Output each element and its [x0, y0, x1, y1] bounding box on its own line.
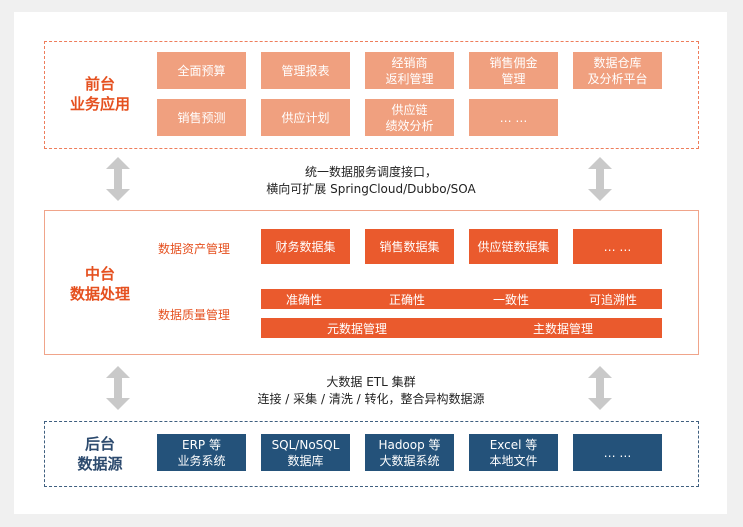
data-asset-label: 数据资产管理: [158, 242, 231, 256]
front-item-budget: 全面预算: [157, 52, 246, 89]
etl-cluster-note: 大数据 ETL 集群 连接 / 采集 / 清洗 / 转化，整合异构数据源: [257, 375, 485, 406]
quality-metrics-bar: 准确性 正确性 一致性 可追溯性: [261, 289, 662, 309]
quality-traceability: 可追溯性: [589, 293, 638, 307]
double-arrow-icon-top-right: [588, 157, 612, 201]
asset-finance-dataset: 财务数据集: [261, 229, 350, 264]
front-item-data-warehouse: 数据仓库 及分析平台: [573, 52, 662, 89]
front-layer-title: 前台 业务应用: [69, 75, 130, 113]
front-item-supply-chain-kpi: 供应链 绩效分析: [365, 99, 454, 136]
asset-sales-dataset: 销售数据集: [365, 229, 454, 264]
front-item-sales-forecast: 销售预测: [157, 99, 246, 136]
source-sql-nosql: SQL/NoSQL 数据库: [261, 434, 350, 471]
quality-accuracy: 准确性: [286, 293, 323, 307]
double-arrow-icon-bottom-left: [106, 366, 130, 410]
source-more: … …: [573, 434, 662, 471]
service-interface-note: 统一数据服务调度接口， 横向可扩展 SpringCloud/Dubbo/SOA: [266, 165, 476, 196]
front-item-supply-plan: 供应计划: [261, 99, 350, 136]
asset-more: … …: [573, 229, 662, 264]
double-arrow-icon-top-left: [106, 157, 130, 201]
double-arrow-icon-bottom-right: [588, 366, 612, 410]
master-data-bar: 元数据管理 主数据管理: [261, 318, 662, 338]
front-item-sales-commission: 销售佣金 管理: [469, 52, 558, 89]
quality-correctness: 正确性: [389, 293, 426, 307]
middle-layer-section: [44, 210, 699, 355]
master-data-management: 主数据管理: [533, 322, 594, 336]
front-item-more: … …: [469, 99, 558, 136]
quality-consistency: 一致性: [493, 293, 530, 307]
middle-layer-title: 中台 数据处理: [69, 265, 130, 303]
back-layer-title: 后台 数据源: [77, 435, 123, 473]
source-hadoop: Hadoop 等 大数据系统: [365, 434, 454, 471]
back-layer-section: [44, 421, 699, 487]
metadata-management: 元数据管理: [327, 322, 388, 336]
asset-supply-chain-dataset: 供应链数据集: [469, 229, 558, 264]
front-layer-section: [44, 41, 699, 149]
source-excel: Excel 等 本地文件: [469, 434, 558, 471]
source-erp: ERP 等 业务系统: [157, 434, 246, 471]
front-item-dealer-rebate: 经销商 返利管理: [365, 52, 454, 89]
data-quality-label: 数据质量管理: [158, 308, 231, 322]
front-item-reports: 管理报表: [261, 52, 350, 89]
